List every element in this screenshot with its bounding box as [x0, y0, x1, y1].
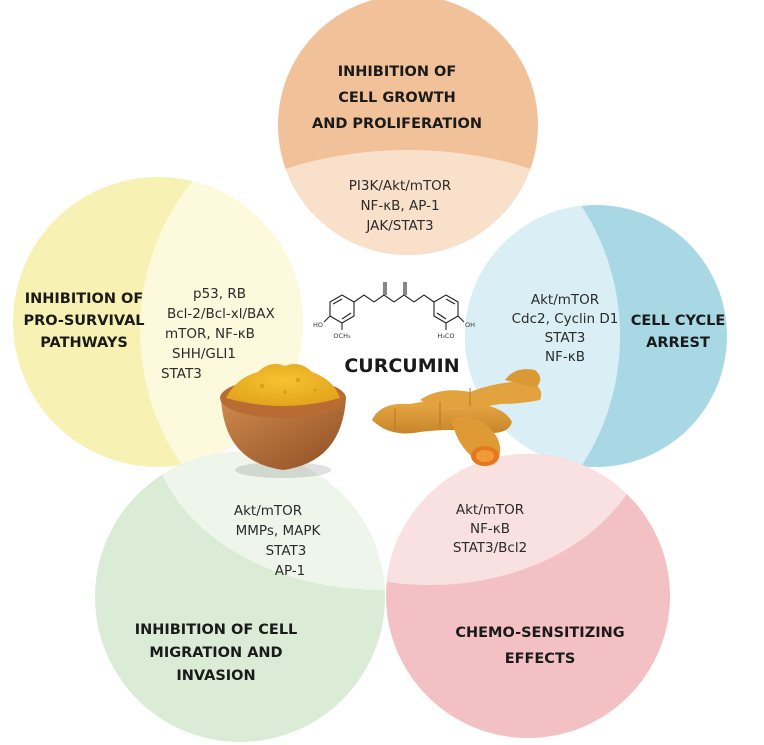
circle-survival-title: INHIBITION OF PRO-SURVIVAL PATHWAYS — [23, 291, 144, 351]
circle-cycle-pathway-item: NF-κB — [545, 349, 585, 365]
circle-growth-pathway-item: JAK/STAT3 — [365, 218, 433, 234]
circle-chemo-pathway-item: STAT3/Bcl2 — [453, 540, 527, 556]
circle-cycle-pathway-item: Cdc2, Cyclin D1 — [512, 311, 619, 327]
turmeric-root-image — [372, 369, 542, 466]
chem-label-left-ome: OCH₃ — [333, 332, 351, 340]
circle-survival-title-line: INHIBITION OF — [25, 291, 144, 307]
circle-growth-title-line: CELL GROWTH — [338, 90, 456, 106]
circle-chemo-title-line: EFFECTS — [505, 651, 576, 667]
circle-cycle-pathway-item: STAT3 — [545, 330, 586, 346]
circle-migration-title-line: INHIBITION OF CELL — [135, 622, 298, 638]
circle-survival-pathway-item: STAT3 — [161, 366, 202, 382]
circle-migration-pathway-item: STAT3 — [266, 543, 307, 559]
chem-label-right-oh: OH — [465, 321, 475, 329]
circle-growth-pathway-item: PI3K/Akt/mTOR — [349, 178, 451, 194]
circle-chemo — [386, 454, 670, 738]
circle-chemo-pathways: Akt/mTOR NF-κB STAT3/Bcl2 — [453, 502, 527, 556]
circle-migration — [95, 452, 385, 742]
circle-migration-title: INHIBITION OF CELL MIGRATION AND INVASION — [135, 622, 298, 684]
circle-migration-title-line: INVASION — [176, 668, 255, 684]
circle-chemo-pathway-item: Akt/mTOR — [456, 502, 524, 518]
circle-survival-pathway-item: Bcl-2/Bcl-xl/BAX — [167, 306, 275, 322]
chem-label-left-oh: HO — [313, 321, 323, 329]
circle-growth-pathway-item: NF-κB, AP-1 — [360, 198, 439, 214]
circle-growth-title-line: INHIBITION OF — [338, 64, 457, 80]
circle-survival-pathways: p53, RB Bcl-2/Bcl-xl/BAX mTOR, NF-κB SHH/GL… — [161, 286, 275, 382]
circle-migration-pathway-item: Akt/mTOR — [234, 503, 302, 519]
chem-label-right-ome: H₃CO — [437, 332, 454, 340]
circle-growth-title-line: AND PROLIFERATION — [312, 116, 482, 132]
circle-survival-pathway-item: mTOR, NF-κB — [165, 326, 255, 342]
turmeric-bowl-image — [220, 364, 346, 478]
circle-migration-pathway-item: AP-1 — [275, 563, 306, 579]
circle-growth — [278, 0, 538, 255]
circle-cycle-title-line: CELL CYCLE — [631, 313, 725, 329]
curcumin-structure — [323, 282, 465, 330]
circle-cycle-pathway-item: Akt/mTOR — [531, 292, 599, 308]
circle-chemo-title: CHEMO-SENSITIZING EFFECTS — [455, 625, 624, 667]
circle-chemo-title-line: CHEMO-SENSITIZING — [455, 625, 624, 641]
circle-chemo-inner — [386, 454, 650, 585]
circle-survival-pathway-item: SHH/GLI1 — [172, 346, 236, 362]
circle-cycle-title-line: ARREST — [646, 335, 710, 351]
circle-migration-pathway-item: MMPs, MAPK — [236, 523, 322, 539]
circle-survival-title-line: PATHWAYS — [40, 335, 128, 351]
circle-chemo-pathway-item: NF-κB — [470, 521, 510, 537]
circle-migration-title-line: MIGRATION AND — [149, 645, 282, 661]
circle-survival-pathway-item: p53, RB — [193, 286, 246, 302]
circle-migration-inner — [150, 452, 385, 590]
circle-survival-title-line: PRO-SURVIVAL — [23, 313, 144, 329]
circle-growth-title: INHIBITION OF CELL GROWTH AND PROLIFERATIO… — [312, 64, 482, 132]
circle-cycle-title: CELL CYCLE ARREST — [631, 313, 725, 351]
center-title: CURCUMIN — [344, 355, 459, 377]
